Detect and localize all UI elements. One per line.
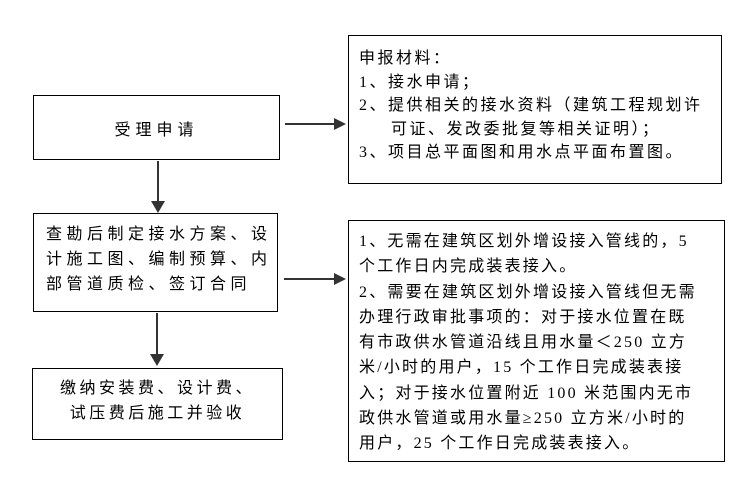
note-text-line: 可证、发改委批复等相关证明）； — [391, 120, 661, 138]
flow-step-accept-application: 受理申请 — [33, 95, 280, 160]
right-arrow-icon — [285, 118, 346, 130]
flow-step-label: 受理申请 — [114, 121, 199, 139]
note-application-materials: 申报材料： 1、接水申请； 2、提供相关的接水资料（建筑工程规划许 可证、发改委… — [348, 35, 722, 184]
note-text-line: 用户，25 个工作日完成装表接入。 — [359, 435, 641, 453]
arrow-head — [151, 201, 165, 213]
flow-step-text-line: 部管道质检、签订合同 — [46, 276, 252, 293]
note-text-line: 米/小时的用户，15 个工作日完成装表接 — [359, 359, 684, 377]
flow-step-text-line: 计施工图、编制预算、内 — [46, 251, 272, 268]
flow-step-text-line: 查勘后制定接水方案、设 — [46, 226, 272, 243]
arrow-head — [334, 273, 346, 285]
flow-step-text-line: 缴纳安装费、设计费、 — [59, 380, 255, 397]
flow-step-text-line: 试压费后施工并验收 — [69, 405, 246, 422]
arrow-shaft — [157, 161, 159, 202]
arrow-shaft — [156, 313, 158, 355]
note-text-line: 有市政供水管道沿线且用水量＜250 立方 — [359, 334, 688, 352]
flow-step-pay-fees-construct: 缴纳安装费、设计费、 试压费后施工并验收 — [32, 368, 283, 440]
arrow-head — [334, 118, 346, 130]
down-arrow-icon — [150, 313, 164, 366]
arrow-shaft — [285, 123, 335, 125]
note-text-line: 政供水管道或用水量≥250 立方米/小时的 — [359, 410, 687, 428]
flow-step-survey-design-contract: 查勘后制定接水方案、设 计施工图、编制预算、内 部管道质检、签订合同 — [33, 213, 278, 312]
down-arrow-icon — [151, 161, 165, 213]
note-text-line: 1、无需在建筑区划外增设接入管线的，5 — [359, 233, 689, 250]
note-text-line: 入；对于接水位置附近 100 米范围内无市 — [359, 384, 694, 402]
arrow-shaft — [284, 278, 335, 280]
note-text-line: 申报材料： — [359, 50, 452, 67]
note-text-line: 个工作日内完成装表接入。 — [359, 258, 578, 276]
note-text-line: 2、提供相关的接水资料（建筑工程规划许 — [359, 97, 703, 114]
note-text-line: 1、接水申请； — [359, 73, 481, 91]
note-text-line: 办理行政审批事项的：对于接水位置在既 — [359, 308, 687, 326]
note-text-line: 2、需要在建筑区划外增设接入管线但无需 — [359, 283, 697, 301]
arrow-head — [150, 354, 164, 366]
right-arrow-icon — [284, 273, 346, 285]
note-connection-timeframes: 1、无需在建筑区划外增设接入管线的，5 个工作日内完成装表接入。 2、需要在建筑… — [348, 220, 725, 462]
note-text-line: 3、项目总平面图和用水点平面布置图。 — [359, 144, 685, 161]
